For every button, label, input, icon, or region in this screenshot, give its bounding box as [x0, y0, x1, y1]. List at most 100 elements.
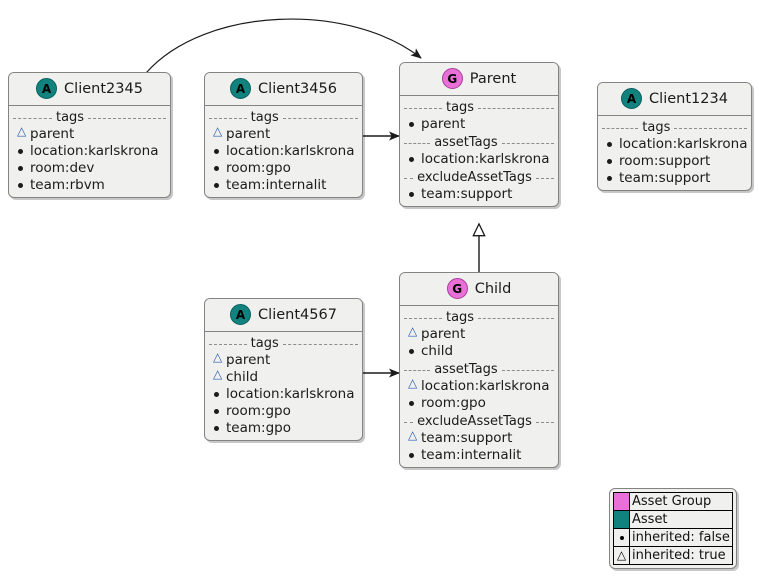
- attribute-row: location:karlskrona: [205, 143, 362, 160]
- node-title: Parent: [469, 70, 517, 87]
- attribute-label: team:internalit: [421, 447, 522, 463]
- attribute-label: team:support: [619, 170, 711, 186]
- attribute-row: room:gpo: [205, 403, 362, 420]
- legend-row-inherited-true: △ inherited: true: [613, 546, 733, 565]
- legend-label: inherited: true: [629, 546, 733, 565]
- attribute-row: location:karlskrona: [400, 151, 558, 168]
- section-caption: tags: [642, 120, 671, 135]
- attribute-label: child: [226, 369, 259, 385]
- attribute-row: room:gpo: [400, 395, 558, 412]
- attribute-row: team:gpo: [205, 420, 362, 437]
- section-separator: tags: [400, 100, 558, 115]
- node-body: tags parent child assetTags location:kar…: [400, 306, 558, 467]
- legend-label: Asset: [629, 510, 733, 529]
- section-caption: excludeAssetTags: [417, 414, 532, 429]
- section-caption: assetTags: [434, 362, 498, 377]
- attribute-label: room:support: [619, 153, 711, 169]
- attribute-row: location:karlskrona: [400, 377, 558, 395]
- attribute-label: parent: [30, 126, 75, 142]
- attribute-row: team:internalit: [400, 447, 558, 464]
- attribute-row: team:internalit: [205, 177, 362, 194]
- attribute-label: location:karlskrona: [30, 143, 159, 159]
- node-child[interactable]: G Child tags parent child assetTags: [399, 272, 559, 468]
- node-title: Client3456: [258, 80, 337, 97]
- inherited-false-icon: [613, 528, 630, 547]
- attribute-row: room:support: [598, 153, 751, 170]
- section-separator: excludeAssetTags: [400, 414, 558, 429]
- attribute-row: team:support: [400, 429, 558, 447]
- attribute-row: team:rbvm: [9, 177, 170, 194]
- legend: Asset Group Asset inherited: false △ inh…: [609, 488, 737, 569]
- node-client2345[interactable]: A Client2345 tags parent location:karlsk…: [8, 72, 171, 198]
- legend-label: Asset Group: [629, 492, 733, 511]
- node-header: G Child: [400, 273, 558, 306]
- attribute-label: location:karlskrona: [226, 143, 355, 159]
- section-separator: assetTags: [400, 135, 558, 150]
- legend-row-inherited-false: inherited: false: [613, 528, 733, 547]
- node-body: tags parent assetTags location:karlskron…: [400, 96, 558, 206]
- node-client1234[interactable]: A Client1234 tags location:karlskrona ro…: [597, 82, 752, 191]
- attribute-label: team:rbvm: [30, 177, 105, 193]
- attribute-label: parent: [226, 126, 271, 142]
- edge-client2345-to-parent: [145, 18, 422, 74]
- attribute-row: child: [400, 343, 558, 360]
- section-separator: tags: [205, 110, 362, 125]
- section-caption: tags: [55, 110, 85, 125]
- node-header: A Client2345: [9, 73, 170, 106]
- attribute-row: room:dev: [9, 160, 170, 177]
- section-separator: tags: [205, 336, 362, 351]
- attribute-label: team:support: [421, 430, 513, 446]
- inherited-true-icon: △: [613, 546, 630, 565]
- attribute-label: location:karlskrona: [619, 136, 748, 152]
- node-title: Client2345: [64, 80, 143, 97]
- node-parent[interactable]: G Parent tags parent assetTags location:…: [399, 62, 559, 207]
- node-body: tags parent child location:karlskrona ro…: [205, 332, 362, 440]
- node-body: tags parent location:karlskrona room:gpo…: [205, 106, 362, 197]
- attribute-label: room:gpo: [226, 160, 291, 176]
- legend-row-asset: Asset: [613, 510, 733, 529]
- attribute-label: room:gpo: [421, 395, 486, 411]
- section-separator: excludeAssetTags: [400, 170, 558, 185]
- node-header: G Parent: [400, 63, 558, 96]
- node-client3456[interactable]: A Client3456 tags parent location:karlsk…: [204, 72, 363, 198]
- attribute-row: team:support: [400, 186, 558, 203]
- attribute-label: parent: [226, 352, 271, 368]
- legend-row-asset-group: Asset Group: [613, 492, 733, 511]
- attribute-label: location:karlskrona: [421, 151, 550, 167]
- section-separator: tags: [400, 310, 558, 325]
- attribute-row: location:karlskrona: [205, 386, 362, 403]
- attribute-label: parent: [421, 116, 466, 132]
- asset-group-icon: G: [441, 68, 463, 89]
- attribute-row: parent: [205, 351, 362, 369]
- attribute-row: parent: [9, 125, 170, 143]
- section-separator: assetTags: [400, 362, 558, 377]
- node-header: A Client1234: [598, 83, 751, 116]
- node-header: A Client4567: [205, 299, 362, 332]
- attribute-label: team:gpo: [226, 420, 291, 436]
- section-separator: tags: [598, 120, 751, 135]
- asset-group-icon: G: [446, 278, 468, 299]
- node-client4567[interactable]: A Client4567 tags parent child location:…: [204, 298, 363, 441]
- section-caption: excludeAssetTags: [417, 170, 532, 185]
- attribute-row: parent: [400, 325, 558, 343]
- attribute-row: team:support: [598, 170, 751, 187]
- attribute-label: room:gpo: [226, 403, 291, 419]
- legend-table: Asset Group Asset inherited: false △ inh…: [613, 492, 733, 565]
- attribute-label: location:karlskrona: [226, 386, 355, 402]
- section-separator: tags: [9, 110, 170, 125]
- node-header: A Client3456: [205, 73, 362, 106]
- asset-icon: A: [230, 304, 252, 325]
- node-body: tags location:karlskrona room:support te…: [598, 116, 751, 190]
- asset-swatch: [613, 510, 630, 529]
- node-body: tags parent location:karlskrona room:dev…: [9, 106, 170, 197]
- asset-group-swatch: [613, 492, 630, 511]
- section-caption: tags: [445, 310, 475, 325]
- section-caption: tags: [250, 110, 279, 125]
- attribute-row: location:karlskrona: [598, 136, 751, 153]
- node-title: Client4567: [258, 306, 337, 323]
- asset-icon: A: [36, 78, 58, 99]
- attribute-row: child: [205, 368, 362, 386]
- node-title: Client1234: [649, 90, 728, 107]
- asset-icon: A: [230, 78, 252, 99]
